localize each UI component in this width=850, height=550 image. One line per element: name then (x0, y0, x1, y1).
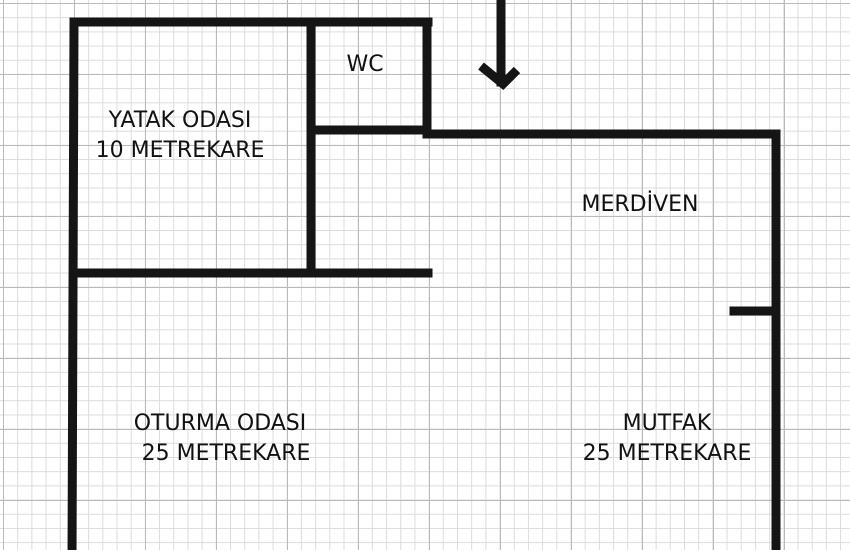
living-room-area: 25 METREKARE (141, 441, 311, 466)
living-room-name: OTURMA ODASI (133, 411, 307, 436)
bedroom-name: YATAK ODASI (108, 108, 252, 133)
bedroom-area: 10 METREKARE (95, 138, 265, 163)
stairs-label: MERDİVEN (581, 192, 699, 217)
wall-left (67, 17, 79, 550)
kitchen-area: 25 METREKARE (582, 441, 752, 466)
kitchen-name: MUTFAK (622, 411, 712, 436)
entry-arrow-icon (478, 0, 521, 91)
bedroom-label: YATAK ODASI 10 METREKARE (80, 106, 280, 166)
living-room-label: OTURMA ODASI 25 METREKARE (100, 409, 340, 469)
wc-label: WC (346, 52, 384, 77)
kitchen-label: MUTFAK 25 METREKARE (557, 409, 777, 469)
